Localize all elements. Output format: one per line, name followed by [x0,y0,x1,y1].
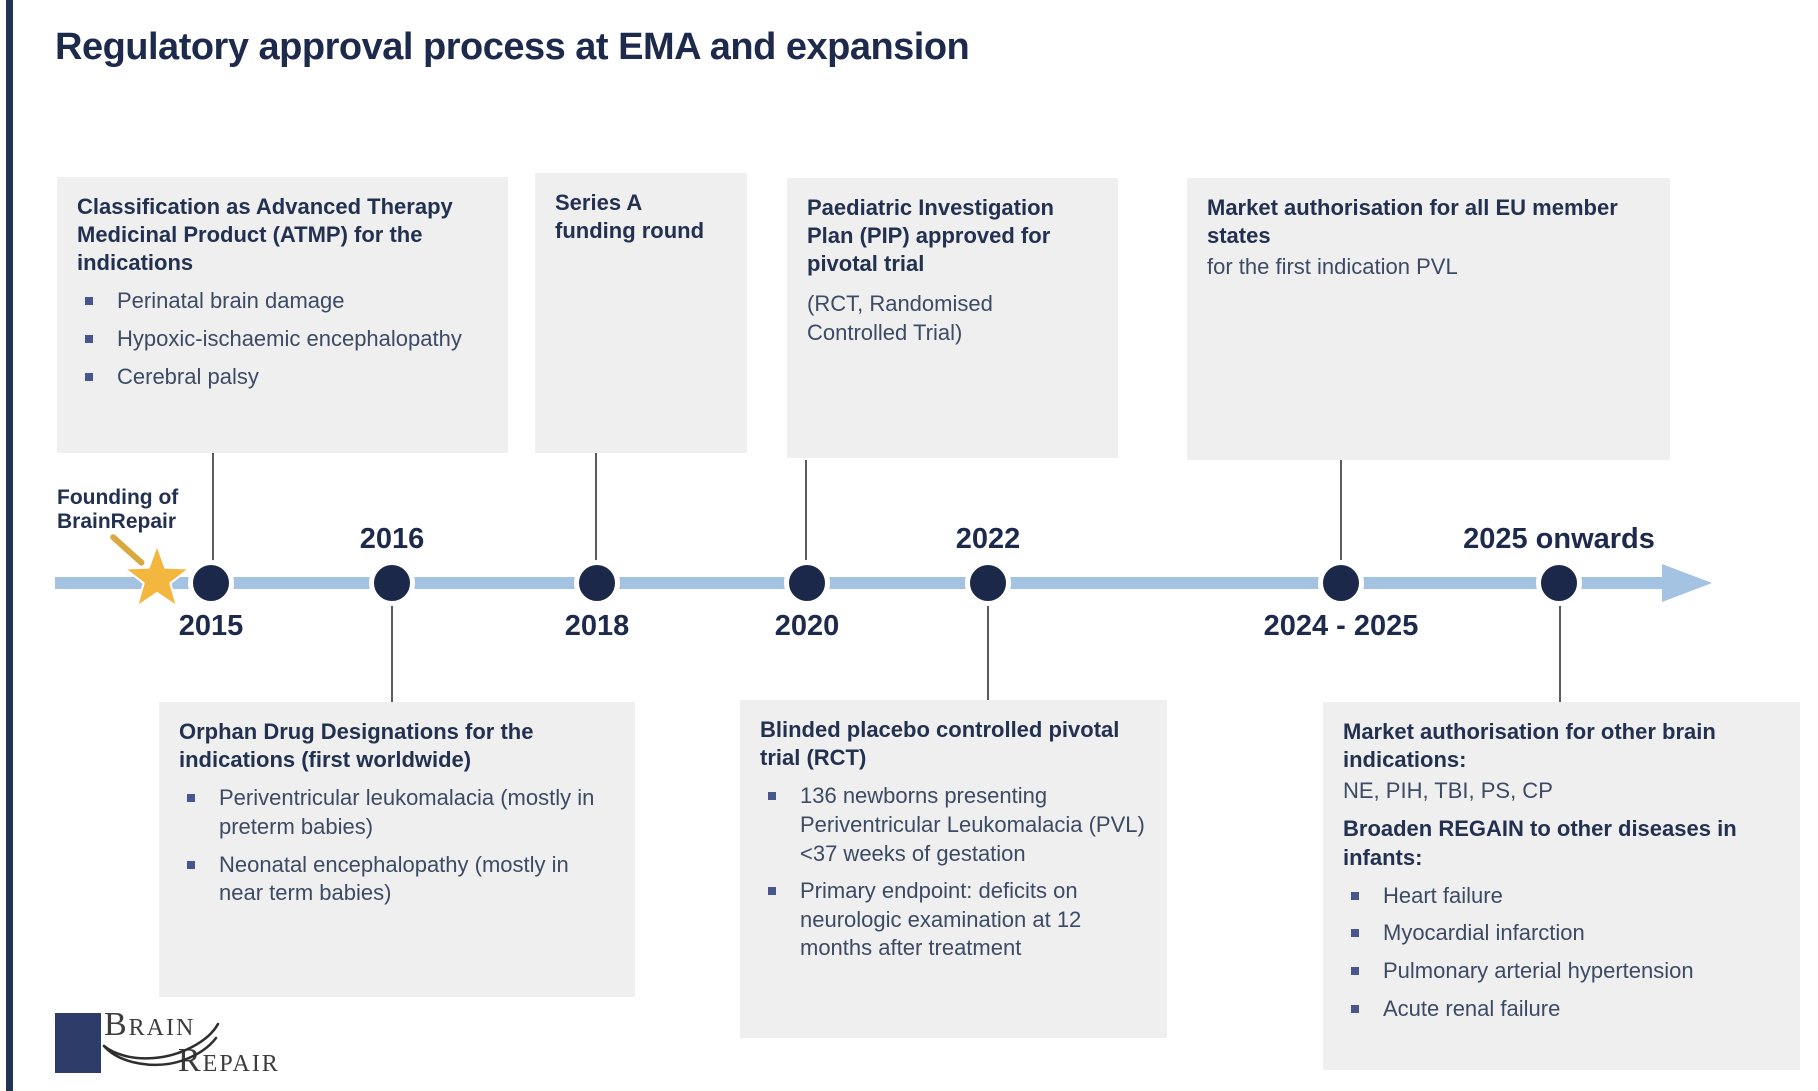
timeline-dot-2022 [965,560,1011,606]
connector-line-pip [805,460,807,563]
event-card-atmp: Classification as Advanced Therapy Medic… [57,177,508,453]
bullet-item: Pulmonary arterial hypertension [1343,957,1780,986]
year-label-2024-2025: 2024 - 2025 [1263,610,1419,642]
card-heading: Orphan Drug Designations for the indicat… [179,719,534,773]
square-bullet-icon [187,860,195,869]
bullet-item: Periventricular leukomalacia (mostly in … [179,784,615,841]
event-card-pivotal-trial: Blinded placebo controlled pivotal trial… [740,700,1167,1038]
connector-line-expansion [1559,601,1561,702]
logo-word-brain: Brain [104,1006,196,1043]
founding-label: Founding of BrainRepair [57,486,179,533]
square-bullet-icon [768,792,776,801]
page-title: Regulatory approval process at EMA and e… [55,26,970,68]
bullet-item: Myocardial infarction [1343,919,1780,948]
event-card-eu-market: Market authorisation for all EU member s… [1187,178,1670,460]
year-label-2016: 2016 [359,523,425,555]
card-heading: Market authorisation for other brain ind… [1343,719,1716,773]
bullet-item: Perinatal brain damage [77,287,488,316]
logo-swoosh-icon [102,1022,220,1067]
square-bullet-icon [85,297,93,306]
connector-line-series-a [595,453,597,563]
connector-line-orphan [391,601,393,702]
card-heading: Blinded placebo controlled pivotal trial… [760,717,1120,771]
timeline-dot-2020 [784,560,830,606]
card-heading: Paediatric Investigation Plan (PIP) appr… [807,195,1054,277]
year-label-2020: 2020 [774,610,840,642]
logo-word-repair: Repair [178,1042,280,1079]
timeline-dot-2025-onwards [1536,560,1582,606]
event-card-orphan-drug: Orphan Drug Designations for the indicat… [159,702,635,997]
timeline-arrowhead-icon [1662,564,1712,602]
square-bullet-icon [768,887,776,896]
card-heading: Market authorisation for all EU member s… [1207,195,1618,249]
timeline-dot-2016 [369,560,415,606]
bullet-item: Neonatal encephalopathy (mostly in near … [179,851,615,908]
slide-left-border [6,0,13,1091]
card-note: for the first indication PVL [1207,254,1458,280]
bullet-list: 136 newborns presenting Periventricular … [760,782,1147,963]
logo-square-icon [55,1013,101,1073]
bullet-item: Hypoxic-ischaemic encephalopathy [77,325,488,354]
bullet-item: 136 newborns presenting Periventricular … [760,782,1147,868]
event-card-expansion: Market authorisation for other brain ind… [1323,702,1800,1070]
year-label-2015: 2015 [178,610,244,642]
founding-star-icon [121,542,193,609]
connector-line-trial [987,601,989,700]
square-bullet-icon [1351,966,1359,975]
timeline-dot-2015 [188,560,234,606]
square-bullet-icon [187,794,195,803]
timeline-dot-2018 [574,560,620,606]
square-bullet-icon [85,335,93,344]
card-heading: Series A funding round [555,190,705,244]
card-heading: Classification as Advanced Therapy Medic… [77,194,453,276]
bullet-item: Heart failure [1343,882,1780,911]
card-note: NE, PIH, TBI, PS, CP [1343,778,1553,804]
bullet-list: Perinatal brain damage Hypoxic-ischaemic… [77,287,488,391]
event-card-pip: Paediatric Investigation Plan (PIP) appr… [787,178,1118,458]
event-card-series-a: Series A funding round [535,173,747,453]
square-bullet-icon [1351,1004,1359,1013]
card-note: (RCT, Randomised Controlled Trial) [807,291,993,345]
bullet-item: Acute renal failure [1343,995,1780,1024]
bullet-list: Heart failure Myocardial infarction Pulm… [1343,882,1780,1023]
card-subheading: Broaden REGAIN to other diseases in infa… [1343,816,1737,870]
connector-line-atmp [212,453,214,563]
year-label-2018: 2018 [564,610,630,642]
timeline-bar [55,577,1665,589]
timeline-dot-2024-2025 [1318,560,1364,606]
bullet-list: Periventricular leukomalacia (mostly in … [179,784,615,907]
year-label-2025-onwards: 2025 onwards [1463,523,1655,555]
year-label-2022: 2022 [955,523,1021,555]
bullet-item: Primary endpoint: deficits on neurologic… [760,877,1147,963]
square-bullet-icon [1351,929,1359,938]
connector-line-eu-market [1340,460,1342,563]
square-bullet-icon [1351,891,1359,900]
square-bullet-icon [85,372,93,381]
bullet-item: Cerebral palsy [77,363,488,392]
